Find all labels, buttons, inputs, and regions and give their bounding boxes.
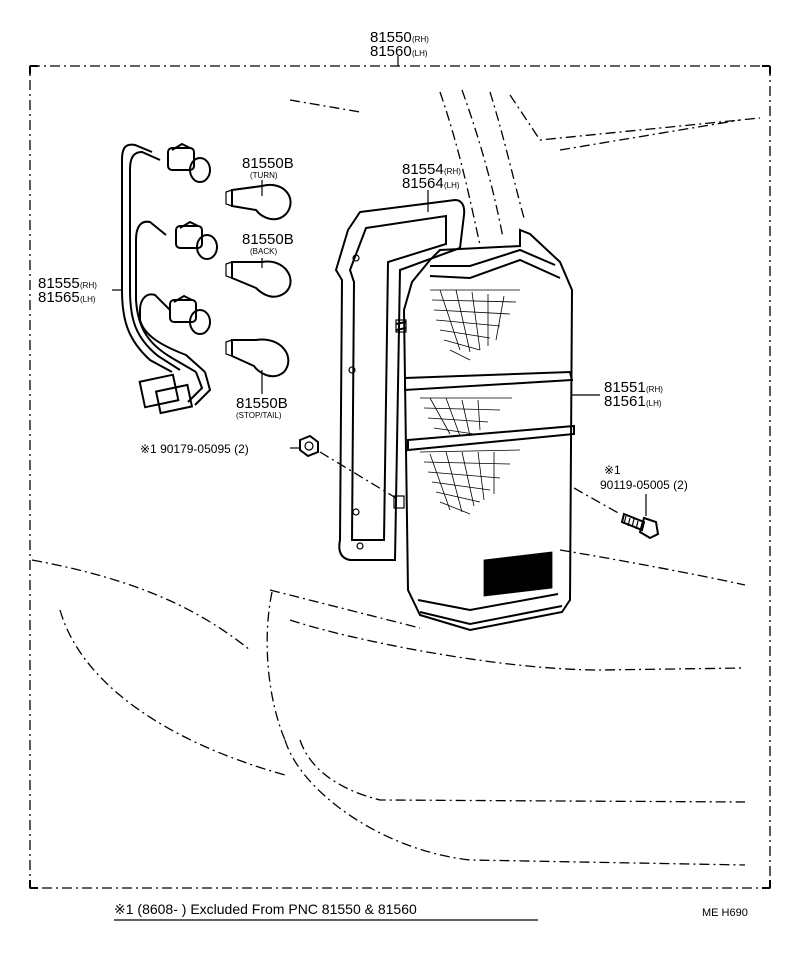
svg-text:(LH): (LH) [80,295,96,304]
bulb-back [225,260,292,298]
label-socket-wire: 81555(RH) 81565(LH) [38,275,97,306]
gasket [334,198,466,561]
svg-text:81560: 81560 [370,43,412,60]
svg-text:(STOP/TAIL): (STOP/TAIL) [236,411,282,420]
svg-text:※1 (8608- ) Excluded F: ※1 (8608- ) Excluded From PNC 81550 & 81… [114,901,417,917]
svg-text:81555: 81555 [38,275,80,292]
label-nut: ※1 90179-05095 (2) [140,442,249,456]
label-assembly: 81550(RH) 81560(LH) [370,29,429,60]
leader-lines [112,180,647,516]
svg-text:81554: 81554 [402,161,444,178]
svg-text:※1 90179-05095 (2): ※1 90179-05095 (2) [140,442,249,456]
footnote: ※1 (8608- ) Excluded From PNC 81550 & 81… [114,901,538,921]
svg-text:(BACK): (BACK) [250,247,277,256]
svg-text:81565: 81565 [38,289,80,306]
svg-text:81561: 81561 [604,393,646,410]
svg-text:(LH): (LH) [444,181,460,190]
svg-text:(LH): (LH) [412,49,428,58]
svg-text:(RH): (RH) [444,167,461,176]
svg-text:※1: ※1 [604,463,621,477]
svg-text:90119-05005 (2): 90119-05005 (2) [600,478,688,492]
svg-text:81550B: 81550B [236,395,288,412]
socket-back [175,220,218,260]
label-bulb-back: 81550B (BACK) [242,231,294,256]
nut-hardware [299,434,397,499]
socket-turn [167,142,211,183]
bulb-turn [225,183,292,221]
svg-text:(TURN): (TURN) [250,171,278,180]
lens-assembly [393,228,575,632]
screw-hardware [573,487,660,540]
label-lens: 81551(RH) 81561(LH) [604,379,663,410]
lens-texture [419,289,553,597]
svg-text:81551: 81551 [604,379,646,396]
reference-code: ME H690 [702,907,748,919]
svg-text:(RH): (RH) [646,385,663,394]
bulb-stop-tail [225,338,290,378]
label-bulb-turn: 81550B (TURN) [242,155,294,180]
label-bulb-stop-tail: 81550B (STOP/TAIL) [236,395,288,420]
svg-text:81550B: 81550B [242,155,294,172]
svg-text:81550B: 81550B [242,231,294,248]
vehicle-body-outline [31,89,761,866]
assembly-frame [29,56,771,889]
socket-harness [121,142,218,415]
label-screw: ※1 90119-05005 (2) [600,463,688,492]
label-gasket: 81554(RH) 81564(LH) [402,161,461,192]
svg-text:(RH): (RH) [412,35,429,44]
svg-text:(LH): (LH) [646,399,662,408]
svg-text:81564: 81564 [402,175,444,192]
svg-text:(RH): (RH) [80,281,97,290]
svg-text:81550: 81550 [370,29,412,46]
socket-stop-tail [169,294,211,335]
